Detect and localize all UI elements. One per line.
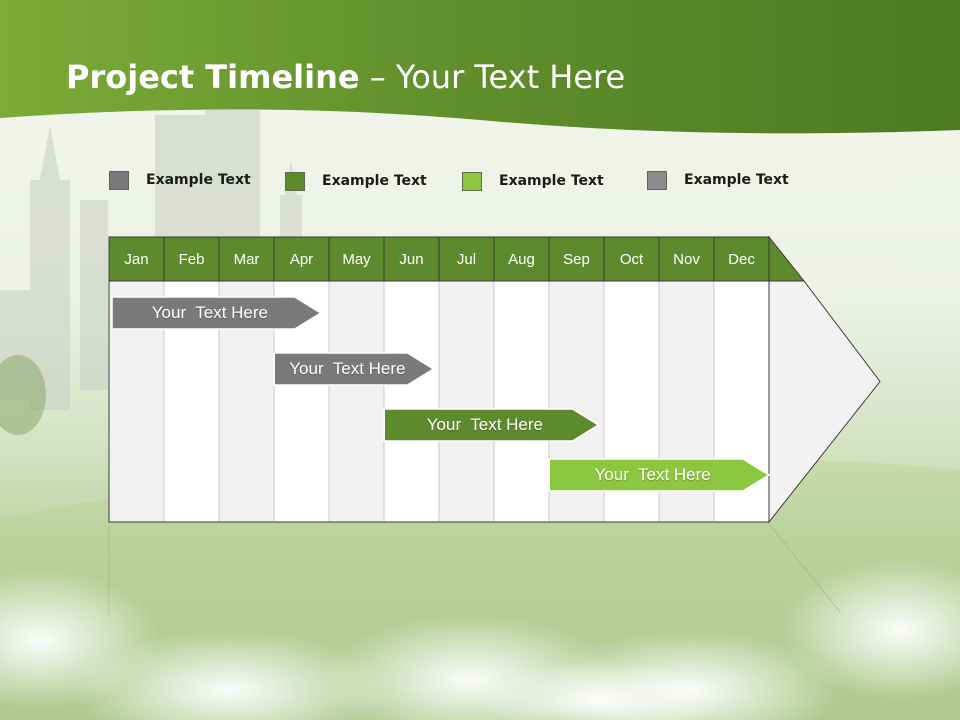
legend-item: Example Text bbox=[109, 170, 251, 190]
legend-label: Example Text bbox=[499, 173, 604, 189]
month-header-cell bbox=[713, 236, 770, 282]
legend-swatch bbox=[647, 170, 667, 190]
timeline-header-tip bbox=[768, 235, 806, 282]
timeline-arrow-head bbox=[768, 280, 881, 524]
task-label: Your Text Here bbox=[426, 415, 543, 434]
month-label-feb: Feb bbox=[178, 250, 205, 268]
task-label: Your Text Here bbox=[289, 359, 406, 378]
legend-item: Example Text bbox=[462, 171, 604, 191]
legend-swatch bbox=[285, 171, 305, 191]
legend-item: Example Text bbox=[647, 170, 789, 190]
task-bar bbox=[111, 296, 323, 330]
title-rest: – Your Text Here bbox=[359, 58, 626, 96]
month-label-apr: Apr bbox=[289, 250, 314, 268]
month-header-cell bbox=[603, 236, 660, 282]
month-label-nov: Nov bbox=[673, 250, 700, 268]
month-label-dec: Dec bbox=[728, 250, 755, 268]
page-title: Project Timeline – Your Text Here bbox=[66, 58, 625, 96]
legend-label: Example Text bbox=[684, 172, 789, 188]
month-header-cell bbox=[438, 236, 495, 282]
task-bar bbox=[548, 458, 771, 492]
month-label-jan: Jan bbox=[124, 250, 149, 268]
month-header-cell bbox=[658, 236, 715, 282]
task-label: Your Text Here bbox=[594, 465, 711, 484]
month-header-cell bbox=[328, 236, 385, 282]
task-bar bbox=[383, 408, 600, 442]
legend-item: Example Text bbox=[285, 171, 427, 191]
month-label-oct: Oct bbox=[619, 250, 644, 268]
title-bold: Project Timeline bbox=[66, 58, 360, 96]
month-column bbox=[493, 280, 550, 523]
month-label-jun: Jun bbox=[399, 250, 424, 268]
month-label-jul: Jul bbox=[456, 250, 477, 268]
month-header-cell bbox=[108, 236, 165, 282]
task-bar bbox=[273, 352, 435, 386]
month-column bbox=[328, 280, 385, 523]
month-label-aug: Aug bbox=[508, 250, 535, 268]
month-label-mar: Mar bbox=[233, 250, 260, 268]
month-label-may: May bbox=[342, 250, 371, 268]
month-column bbox=[383, 280, 440, 523]
month-label-sep: Sep bbox=[563, 250, 590, 268]
month-column bbox=[438, 280, 495, 523]
reflection-line bbox=[768, 523, 841, 613]
legend-swatch bbox=[462, 171, 482, 191]
month-header-cell bbox=[163, 236, 220, 282]
legend-label: Example Text bbox=[322, 173, 427, 189]
timeline-border bbox=[108, 236, 770, 523]
legend-swatch bbox=[109, 170, 129, 190]
month-header-cell bbox=[218, 236, 275, 282]
task-label: Your Text Here bbox=[151, 303, 268, 322]
legend-label: Example Text bbox=[146, 172, 251, 188]
